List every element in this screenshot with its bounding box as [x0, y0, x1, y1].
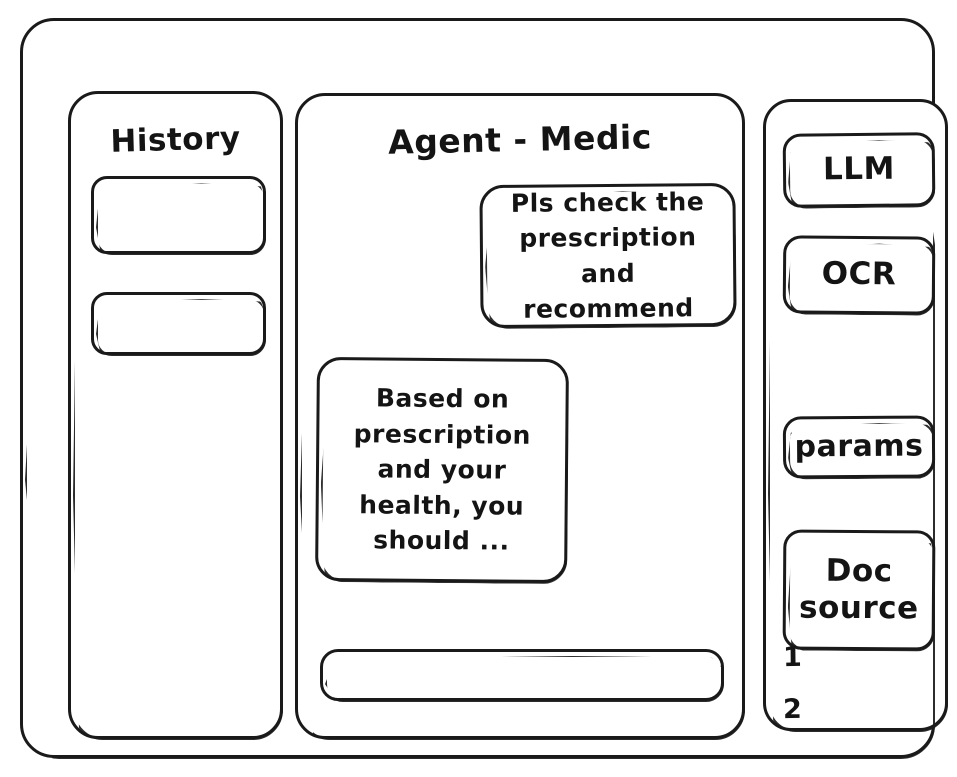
tool-button-llm[interactable]: LLM: [782, 132, 936, 208]
message-input[interactable]: [320, 649, 724, 701]
user-message-bubble: Pls check the prescription and recommend: [479, 182, 737, 329]
tool-button-ocr[interactable]: OCR: [782, 235, 936, 315]
tool-button-doc-source[interactable]: Doc source: [782, 529, 936, 651]
assistant-message-bubble: Based on prescription and your health, y…: [315, 356, 569, 584]
history-panel-title: History: [109, 120, 242, 160]
app-window-frame: History Agent - Medic Pls check the pres…: [20, 18, 948, 758]
doc-source-list-item[interactable]: 1: [782, 641, 803, 674]
history-list-item[interactable]: [91, 176, 266, 254]
agent-chat-panel: Agent - Medic Pls check the prescription…: [295, 93, 745, 739]
agent-title: Agent - Medic: [387, 117, 653, 162]
tool-button-params[interactable]: params: [782, 415, 936, 479]
history-list-item[interactable]: [91, 292, 266, 355]
doc-source-list-item[interactable]: 2: [782, 693, 803, 726]
tools-panel: LLM OCR params Doc source 1 2: [763, 99, 948, 731]
history-panel: History: [68, 91, 283, 739]
